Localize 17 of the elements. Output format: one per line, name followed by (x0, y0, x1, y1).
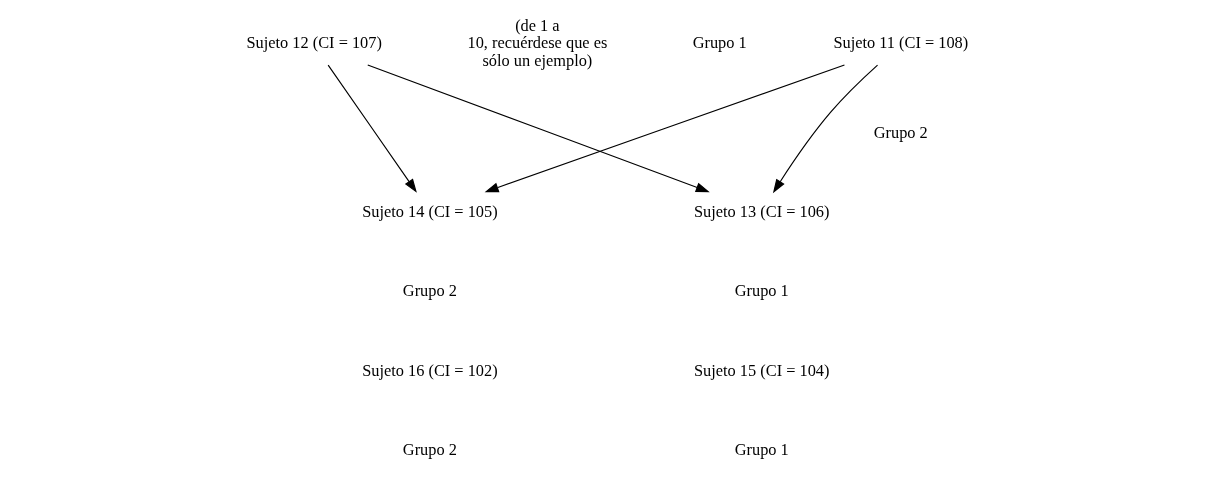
label: (de 1 a 10, recuérdese que es sólo un ejemplo) (467, 15, 608, 70)
label: Grupo 1 (734, 440, 789, 460)
node-text: Sujeto 15 (CI = 104) (694, 360, 830, 380)
arrow (367, 64, 710, 193)
arrow (484, 64, 846, 193)
node-text: Sujeto 11 (CI = 108) (833, 33, 969, 53)
label: Grupo 2 (402, 281, 457, 301)
node-text: Sujeto 14 (CI = 105) (362, 202, 498, 222)
arrow (327, 64, 417, 193)
label: Grupo 2 (873, 122, 928, 142)
label: Grupo 1 (734, 281, 789, 301)
arrow (772, 64, 879, 194)
node-text: Sujeto 12 (CI = 107) (246, 33, 382, 53)
label: Grupo 1 (692, 33, 747, 53)
label: Grupo 2 (402, 440, 457, 460)
node-text: Sujeto 16 (CI = 102) (362, 360, 498, 380)
node-text: Sujeto 13 (CI = 106) (694, 202, 830, 222)
